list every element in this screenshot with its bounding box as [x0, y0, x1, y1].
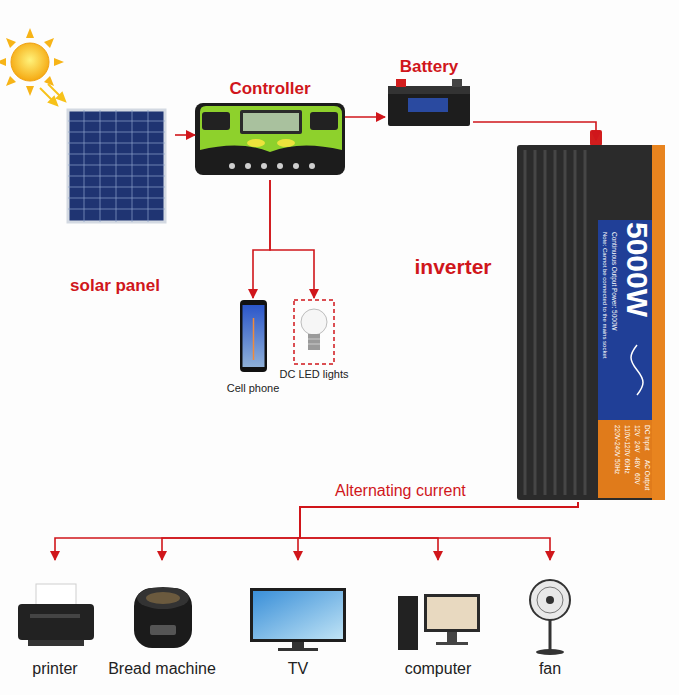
spec-text: AC Output	[644, 460, 651, 490]
bread-machine-icon	[134, 587, 192, 648]
spec-text: Note: Cannot be connected to the mains s…	[602, 232, 608, 358]
appliance-caption: fan	[490, 660, 610, 678]
power-connector	[300, 502, 578, 560]
spec-text: 12V	[634, 425, 641, 437]
sun-icon	[0, 28, 64, 96]
inverter-icon	[517, 130, 665, 500]
power-connector	[345, 116, 385, 118]
power-connector	[298, 502, 578, 560]
power-connector	[253, 180, 270, 298]
device-caption: Cell phone	[215, 382, 291, 394]
device-node: Cell phone	[225, 298, 281, 398]
appliance-caption: Bread machine	[94, 660, 230, 678]
device-heading: inverter	[403, 255, 503, 278]
tv-icon	[250, 588, 346, 651]
power-connector	[162, 502, 578, 560]
power-rating: 5000W	[622, 222, 652, 317]
device-node: printer	[10, 560, 100, 690]
spec-text: 110V-120V 60Hz	[624, 425, 631, 474]
device-node: TV	[248, 560, 348, 690]
device-node: computer	[388, 560, 488, 690]
device-node: Battery	[385, 58, 473, 128]
power-connector	[175, 134, 195, 136]
spec-text: Continuous Output Power: 5000W	[611, 232, 618, 331]
appliance-caption: computer	[378, 660, 498, 678]
spec-text: 220V-240V 50Hz	[614, 425, 621, 474]
power-connector	[55, 502, 578, 560]
device-node: fan	[500, 560, 600, 690]
computer-icon	[398, 594, 480, 650]
fan-icon	[530, 580, 570, 655]
device-node: DC LED lights	[276, 298, 352, 383]
cell-phone-icon	[240, 300, 267, 372]
device-node: Controller	[195, 80, 345, 180]
spec-text: DC Input	[644, 425, 651, 451]
panel-caption: solar panel	[55, 277, 175, 296]
device-node: solar panel	[55, 105, 175, 295]
device-caption: DC LED lights	[276, 368, 352, 380]
device-node: Bread machine	[104, 560, 220, 690]
connector-label: Alternating current	[335, 483, 466, 499]
printer-icon	[18, 584, 94, 646]
battery-icon	[388, 79, 470, 126]
appliance-caption: TV	[238, 660, 358, 678]
device-heading: Controller	[195, 80, 345, 99]
power-connector	[300, 502, 578, 560]
spec-text: 48V	[634, 457, 641, 469]
solar-panel-icon	[68, 110, 165, 222]
power-connector	[473, 122, 596, 140]
appliance-caption: printer	[0, 660, 110, 678]
sunlight-arrows	[40, 84, 65, 105]
led-bulb-icon	[294, 300, 334, 364]
device-heading: Battery	[385, 58, 473, 77]
spec-text: 24V	[634, 441, 641, 453]
charge-controller-icon	[195, 103, 345, 175]
spec-text: 60V	[634, 473, 641, 485]
device-node: inverter5000W	[515, 140, 667, 502]
power-connector	[270, 180, 314, 298]
